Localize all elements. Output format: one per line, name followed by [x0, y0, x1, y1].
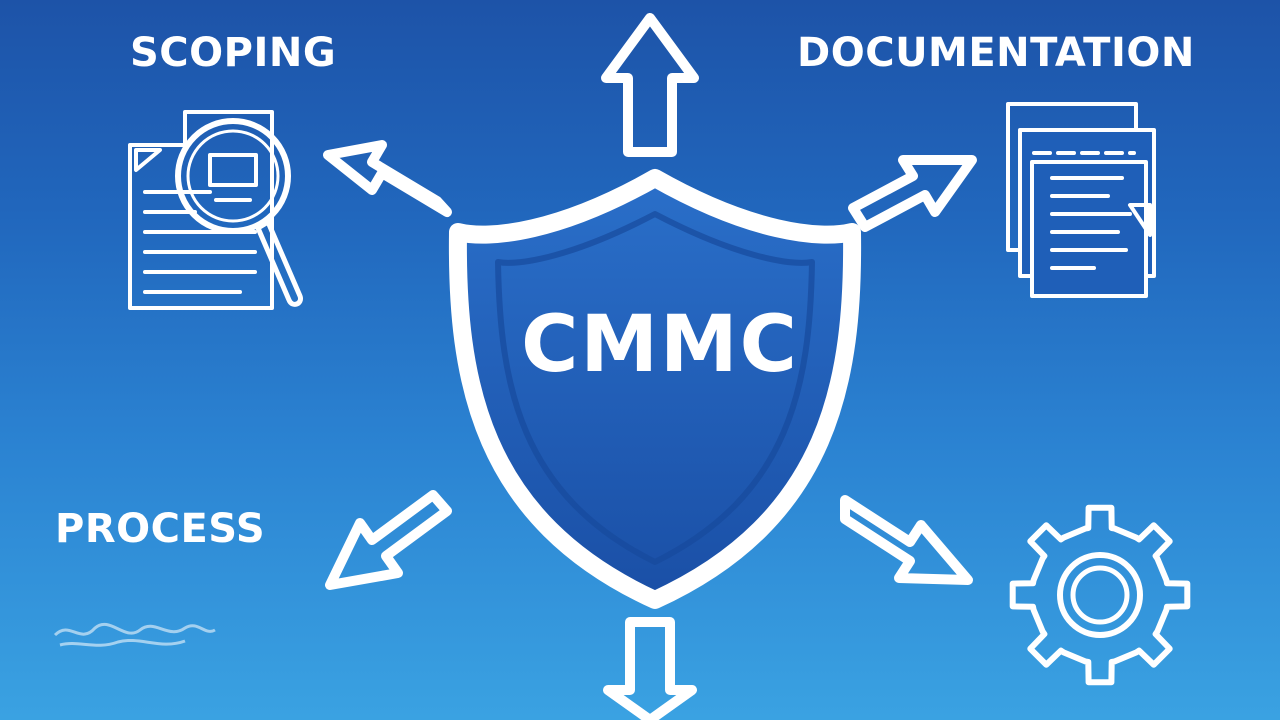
arrow-down — [603, 617, 697, 720]
documents-stack-icon — [1006, 102, 1156, 298]
arrow-up — [601, 13, 699, 157]
arrow-up-right — [848, 155, 977, 232]
center-title: CMMC — [521, 300, 799, 390]
gear-icon — [1009, 504, 1191, 686]
scoping-label: SCOPING — [130, 30, 337, 76]
documentation-label: DOCUMENTATION — [797, 30, 1195, 76]
arrow-up-left — [323, 140, 452, 217]
document-magnifier-icon — [128, 110, 303, 310]
arrow-down-right — [840, 495, 973, 585]
process-label: PROCESS — [55, 506, 266, 552]
arrow-down-left — [325, 490, 452, 590]
faint-text-smudge — [53, 622, 216, 647]
shield-icon — [448, 169, 862, 609]
